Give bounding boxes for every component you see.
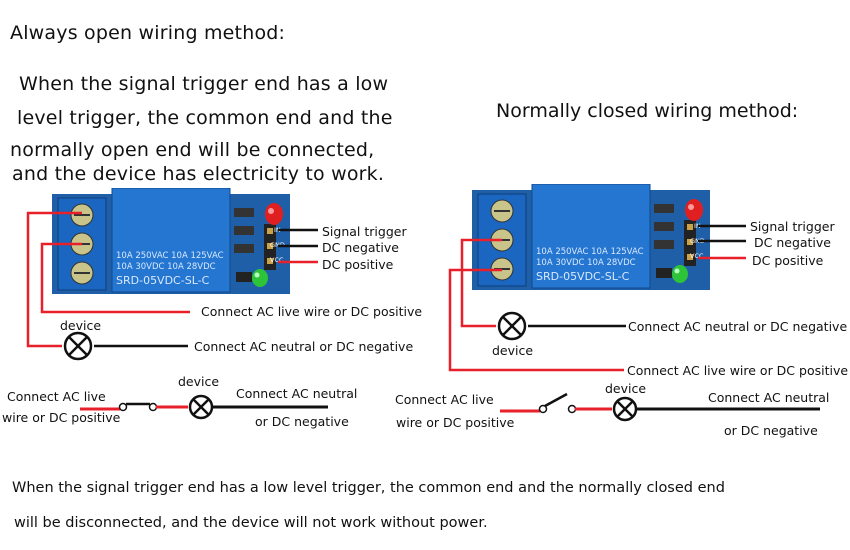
right-relay-module: 10A 250VAC 10A 125VAC 10A 30VDC 10A 28VD… — [472, 184, 710, 290]
relay-model: SRD-05VDC-SL-C — [536, 270, 630, 283]
switch-open-icon — [544, 392, 568, 408]
right-live-label: Connect AC live wire or DC positive — [627, 363, 849, 378]
right-pin-label-dc-positive: DC positive — [752, 253, 824, 268]
relay-body — [111, 188, 231, 293]
pin-gnd-label: GND — [690, 237, 705, 245]
left-description-line1: When the signal trigger end has a low — [19, 73, 389, 95]
right-device-label: device — [492, 343, 534, 358]
left-heading: Always open wiring method: — [10, 22, 286, 44]
right-device-icon — [497, 311, 527, 341]
right-bottom-device-label: device — [605, 381, 647, 396]
relay-spec1: 10A 250VAC 10A 125VAC — [116, 251, 224, 261]
device-feed-wire — [26, 211, 82, 348]
left-description-line2: level trigger, the common end and the — [17, 107, 393, 129]
pin-gnd-label: GND — [270, 241, 285, 249]
left-neutral-label: Connect AC neutral or DC negative — [194, 339, 414, 354]
right-bottom-live-line2: wire or DC positive — [396, 415, 515, 430]
right-bottom-live-line1: Connect AC live — [395, 392, 494, 407]
pin-in-label: IN — [694, 222, 701, 230]
footer-line2: will be disconnected, and the device wil… — [14, 515, 488, 531]
live-wire — [448, 268, 624, 372]
right-bottom-neutral-line1: Connect AC neutral — [708, 390, 830, 405]
left-bottom-device-label: device — [178, 374, 220, 389]
right-bottom-device-icon — [612, 396, 638, 422]
relay-body — [531, 184, 651, 289]
pin-vcc-label: VCC — [270, 256, 284, 264]
footer-line1: When the signal trigger end has a low le… — [12, 480, 725, 496]
live-wire — [40, 242, 190, 314]
left-bottom-live-line1: Connect AC live — [7, 389, 106, 404]
left-live-label: Connect AC live wire or DC positive — [201, 304, 423, 319]
right-bottom-neutral-line2: or DC negative — [724, 423, 818, 438]
left-pin-label-dc-negative: DC negative — [322, 240, 399, 255]
left-device-label: device — [60, 318, 102, 333]
relay-spec2: 10A 30VDC 10A 28VDC — [116, 262, 216, 272]
right-pin-label-dc-negative: DC negative — [754, 235, 831, 250]
left-bottom-neutral-line1: Connect AC neutral — [236, 386, 358, 401]
pin-in-label: IN — [274, 226, 281, 234]
relay-spec2: 10A 30VDC 10A 28VDC — [536, 258, 636, 268]
right-heading: Normally closed wiring method: — [496, 100, 799, 122]
left-bottom-live-line2: wire or DC positive — [2, 410, 121, 425]
left-device-icon — [63, 331, 93, 361]
device-feed-wire — [460, 238, 502, 328]
left-pin-label-dc-positive: DC positive — [322, 257, 394, 272]
left-bottom-device-icon — [188, 394, 214, 420]
relay-spec1: 10A 250VAC 10A 125VAC — [536, 247, 644, 257]
left-pin-label-signal: Signal trigger — [322, 224, 407, 239]
relay-model: SRD-05VDC-SL-C — [116, 274, 210, 287]
right-neutral-label: Connect AC neutral or DC negative — [628, 319, 848, 334]
right-pin-label-signal: Signal trigger — [750, 219, 835, 234]
pin-vcc-label: VCC — [690, 252, 704, 260]
left-description-line4: and the device has electricity to work. — [12, 163, 385, 185]
left-description-line3: normally open end will be connected, — [10, 139, 375, 161]
left-bottom-neutral-line2: or DC negative — [255, 414, 349, 429]
